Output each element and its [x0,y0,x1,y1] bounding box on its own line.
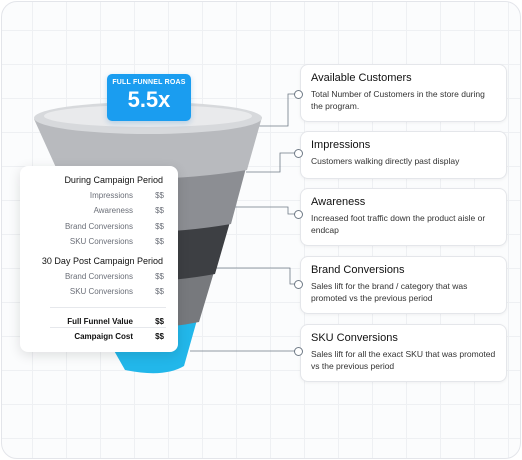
connector-dot [294,347,303,356]
connector-awareness [230,206,298,215]
summary-total-row: Full Funnel Value $$ [20,317,178,329]
stage-card-sku-conversions: SKU Conversions Sales lift for all the e… [300,324,507,382]
stage-title: Available Customers [311,72,412,84]
roas-label: FULL FUNNEL ROAS [112,79,186,86]
stage-description: Sales lift for all the exact SKU that wa… [311,349,496,371]
connector-dot [294,90,303,99]
funnel-layer-available [34,117,262,179]
summary-row-label: Brand Conversions [64,222,133,231]
post-campaign-heading: 30 Day Post Campaign Period [41,256,163,266]
summary-total-row: Campaign Cost $$ [20,332,178,344]
stage-card-available-customers: Available Customers Total Number of Cust… [300,64,507,122]
stage-description: Total Number of Customers in the store d… [311,89,485,111]
summary-panel: During Campaign Period Impressions $$ Aw… [20,166,178,352]
connector-dot [294,280,303,289]
stage-title: SKU Conversions [311,332,398,344]
summary-row: Impressions $$ [20,191,178,203]
connector-brand-conversions [214,267,298,285]
summary-row-label: Brand Conversions [64,272,133,281]
summary-total-label: Full Funnel Value [67,317,133,326]
stage-card-awareness: Awareness Increased foot traffic down th… [300,188,507,246]
roas-value: 5.5x [127,87,171,112]
summary-row-value: $$ [155,287,164,296]
connector-dot [294,149,303,158]
stage-card-brand-conversions: Brand Conversions Sales lift for the bra… [300,256,507,314]
summary-row-value: $$ [155,237,164,246]
summary-row-label: Awareness [93,206,133,215]
summary-row-label: Impressions [89,191,133,200]
stage-title: Impressions [311,139,371,151]
summary-row-label: SKU Conversions [69,237,133,246]
summary-row-value: $$ [155,272,164,281]
summary-row: Brand Conversions $$ [20,222,178,234]
stage-description: Customers walking directly past display [311,156,460,166]
connector-available-customers [258,93,298,127]
summary-row-value: $$ [155,191,164,200]
stage-description: Sales lift for the brand / category that… [311,281,468,303]
summary-row-value: $$ [155,222,164,231]
stage-card-impressions: Impressions Customers walking directly p… [300,131,507,179]
summary-divider [50,327,166,328]
connector-impressions [246,152,298,173]
summary-row: SKU Conversions $$ [20,237,178,249]
during-campaign-heading: During Campaign Period [64,175,163,185]
roas-badge: FULL FUNNEL ROAS 5.5x [107,74,191,121]
summary-row: Awareness $$ [20,206,178,218]
summary-total-value: $$ [155,332,164,341]
summary-row-value: $$ [155,206,164,215]
summary-row: Brand Conversions $$ [20,272,178,284]
connector-dot [294,210,303,219]
summary-total-value: $$ [155,317,164,326]
stage-title: Brand Conversions [311,264,405,276]
summary-row: SKU Conversions $$ [20,287,178,299]
summary-row-label: SKU Conversions [69,287,133,296]
summary-total-label: Campaign Cost [74,332,133,341]
stage-description: Increased foot traffic down the product … [311,213,486,235]
summary-divider [50,307,166,308]
stage-title: Awareness [311,196,366,208]
